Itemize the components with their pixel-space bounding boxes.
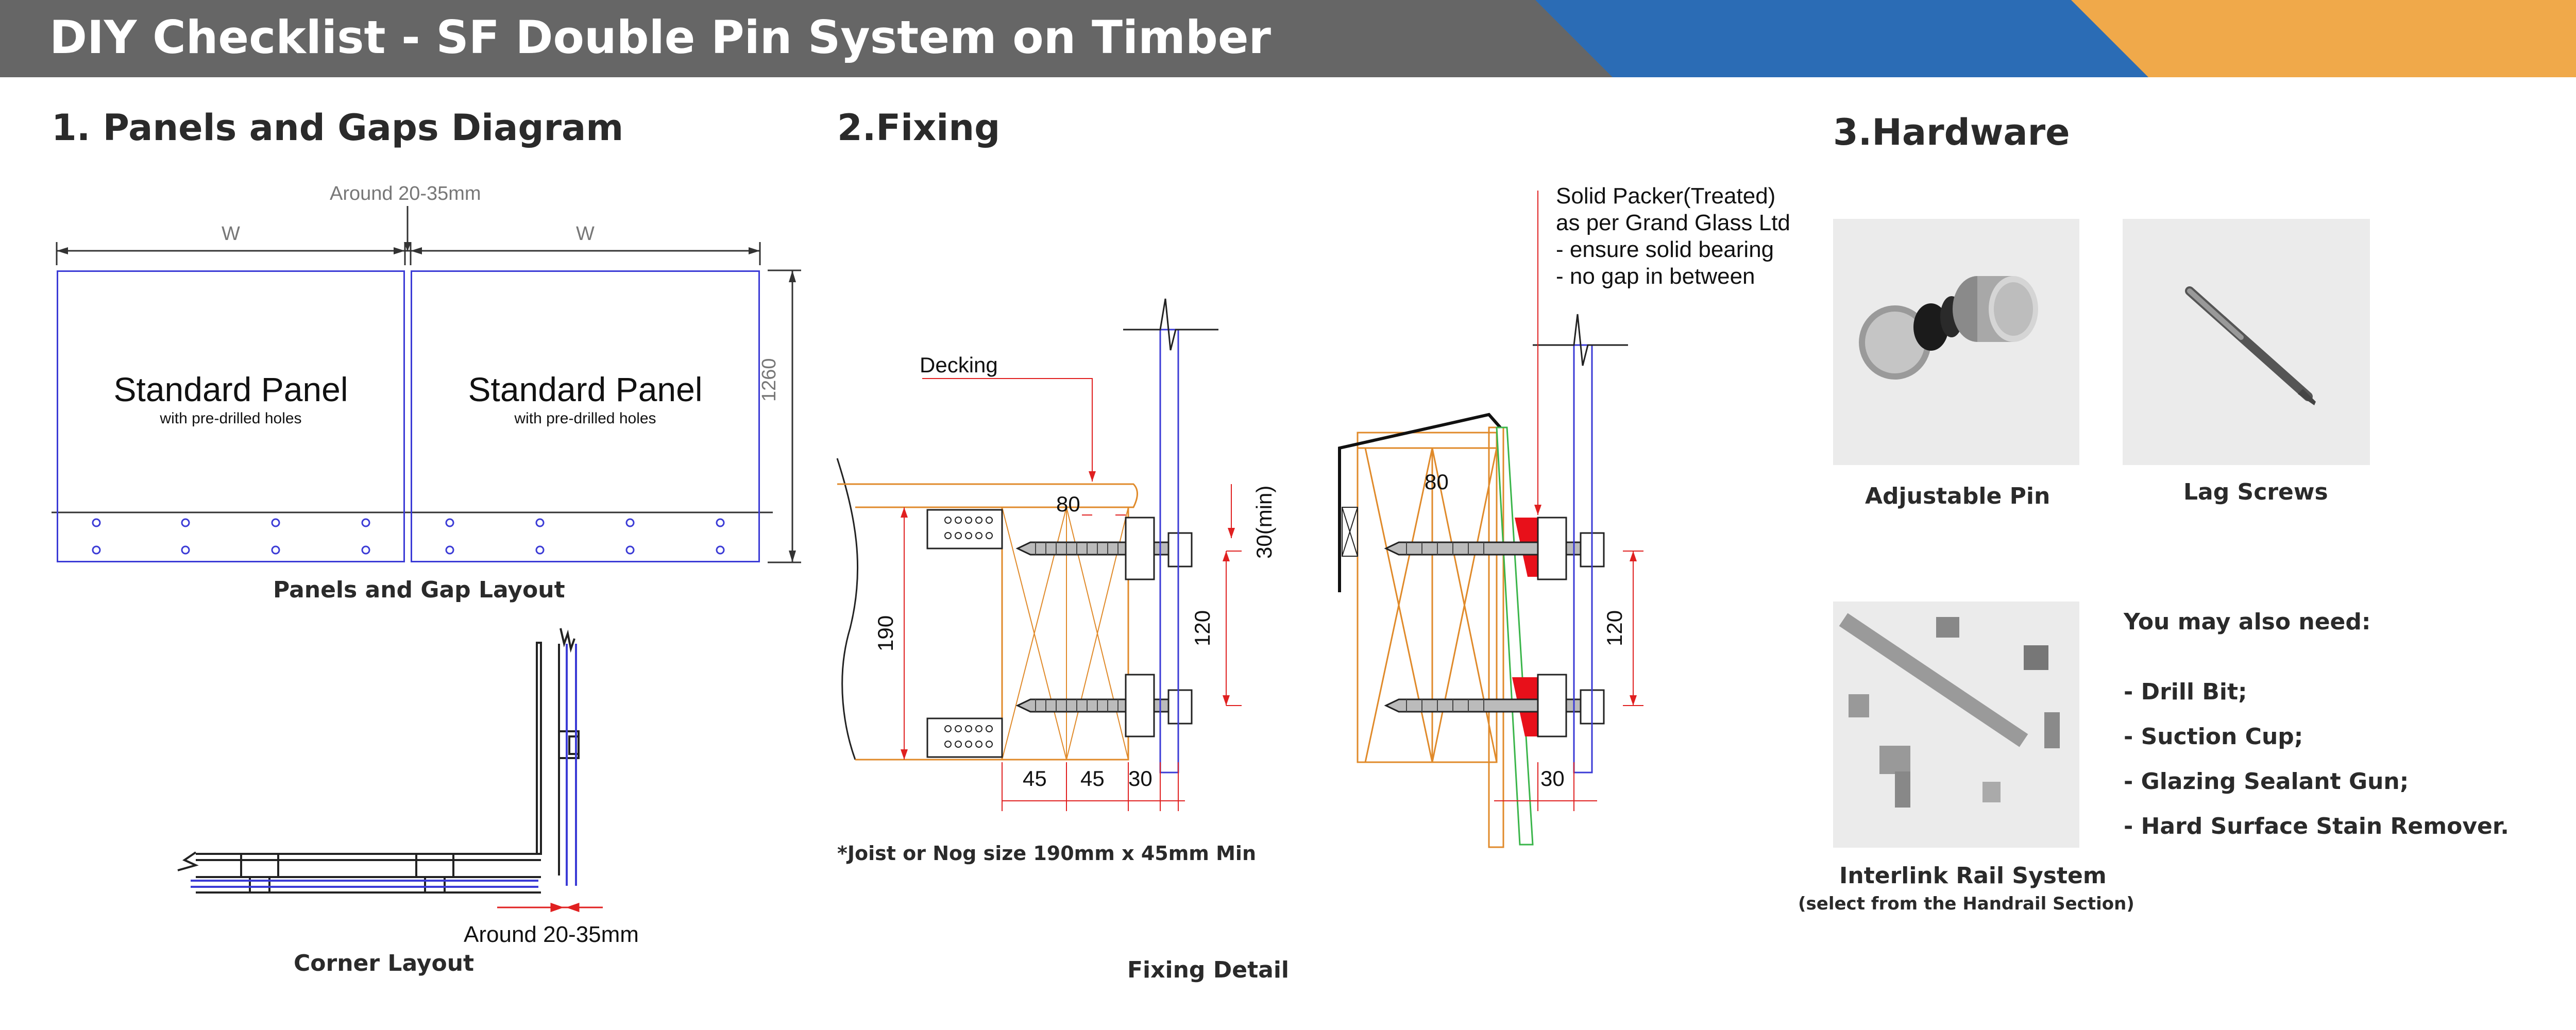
packer-note-line: as per Grand Glass Ltd	[1556, 210, 1790, 235]
panel-subtitle: with pre-drilled holes	[514, 410, 656, 427]
adjustable-pin-caption: Adjustable Pin	[1865, 483, 2050, 509]
dim-80-right: 80	[1425, 470, 1449, 494]
interlink-rail-caption: Interlink Rail System	[1839, 863, 2107, 889]
corner-gap-label: Around 20-35mm	[464, 922, 639, 947]
width-label-left: W	[222, 223, 240, 245]
width-label-right: W	[576, 223, 595, 245]
standard-panel-right: Standard Panel with pre-drilled holes	[411, 270, 760, 562]
panel-title: Standard Panel	[113, 370, 348, 408]
panel-subtitle: with pre-drilled holes	[160, 410, 302, 427]
panel-title: Standard Panel	[468, 370, 703, 408]
packer-note-line: - no gap in between	[1556, 264, 1755, 289]
joist-size-note: *Joist or Nog size 190mm x 45mm Min	[837, 842, 1257, 865]
section-heading-fixing: 2.Fixing	[837, 107, 1001, 149]
dim-120-right: 120	[1602, 610, 1626, 646]
packer-note: Solid Packer(Treated) as per Grand Glass…	[1556, 183, 1790, 290]
decking-label: Decking	[920, 353, 998, 377]
also-need-title: You may also need:	[2124, 609, 2371, 635]
corner-layout-caption: Corner Layout	[294, 950, 474, 976]
section-heading-panels: 1. Panels and Gaps Diagram	[52, 107, 624, 149]
page-title: DIY Checklist - SF Double Pin System on …	[49, 11, 1271, 64]
header-banner: DIY Checklist - SF Double Pin System on …	[0, 0, 2576, 77]
interlink-rail-image	[1833, 602, 2079, 848]
lag-screws-caption: Lag Screws	[2183, 479, 2328, 505]
panels-layout-caption: Panels and Gap Layout	[273, 577, 565, 603]
also-need-item: - Suction Cup;	[2124, 724, 2303, 750]
packer-note-line: Solid Packer(Treated)	[1556, 183, 1776, 209]
dim-30-right: 30	[1540, 766, 1565, 791]
lag-screw-icon	[2185, 286, 2316, 405]
also-need-item: - Hard Surface Stain Remover.	[2124, 813, 2509, 839]
standard-panel-left: Standard Panel with pre-drilled holes	[57, 270, 405, 562]
packer-note-line: - ensure solid bearing	[1556, 237, 1774, 262]
interlink-rail-icon	[1839, 613, 2060, 808]
fixing-detail-caption: Fixing Detail	[1127, 957, 1289, 983]
adjustable-pin-icon	[1859, 276, 2038, 380]
lag-screw-image	[2123, 219, 2370, 465]
dim-80-left: 80	[1056, 492, 1080, 516]
interlink-rail-subcaption: (select from the Handrail Section)	[1798, 894, 2134, 914]
section-heading-hardware: 3.Hardware	[1833, 111, 2070, 153]
also-need-item: - Drill Bit;	[2124, 679, 2247, 705]
adjustable-pin-image	[1833, 219, 2079, 465]
dim-30-left: 30	[1128, 766, 1153, 791]
also-need-item: - Glazing Sealant Gun;	[2124, 768, 2409, 795]
dim-45-b: 45	[1080, 766, 1105, 791]
gap-label: Around 20-35mm	[330, 183, 481, 204]
dim-45-a: 45	[1023, 766, 1047, 791]
header-color-bands	[0, 0, 2576, 77]
